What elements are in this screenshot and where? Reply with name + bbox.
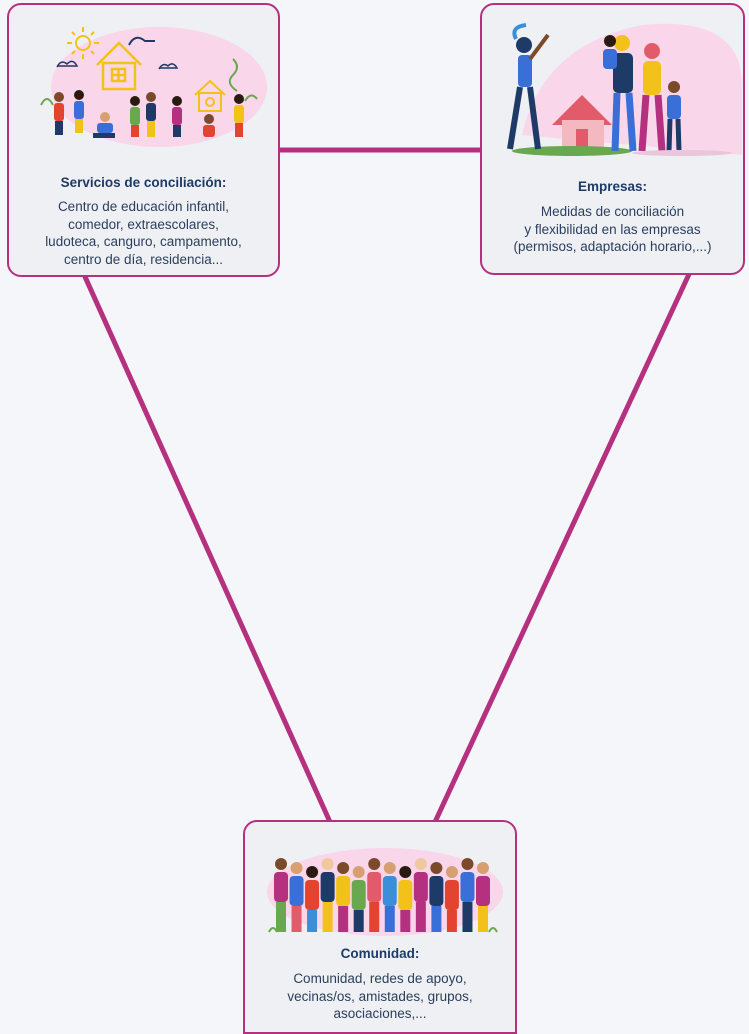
diverse-crowd-illustration	[267, 848, 503, 936]
description-line: Medidas de conciliación	[540, 204, 685, 219]
children-playing-house-illustration	[40, 27, 267, 147]
description-line: vecinas/os, amistades, grupos,	[287, 988, 473, 1004]
node-empresas: Empresas: Medidas de conciliación y flex…	[480, 3, 745, 275]
family-home-illustration	[507, 23, 742, 156]
description-line: (permisos, adaptación horario,...)	[513, 239, 712, 254]
description-line: comedor, extraescolares,	[68, 216, 219, 232]
node-description: Comunidad, redes de apoyo, vecinas/os, a…	[245, 970, 515, 1023]
description-line: centro de día, residencia...	[63, 251, 224, 267]
description-line: y flexibilidad en las empresas	[524, 221, 701, 237]
node-title: Servicios de conciliación:	[60, 175, 227, 190]
description-line: ludoteca, canguro, campamento,	[45, 234, 242, 249]
node-comunidad: Comunidad: Comunidad, redes de apoyo, ve…	[243, 820, 517, 1034]
description-line: Centro de educación infantil,	[57, 199, 230, 214]
node-title: Empresas:	[577, 179, 648, 194]
node-title: Comunidad:	[340, 946, 420, 961]
node-description: Medidas de conciliación y flexibilidad e…	[482, 203, 743, 256]
node-description: Centro de educación infantil, comedor, e…	[9, 198, 278, 268]
edge-servicios-comunidad	[70, 248, 333, 824]
node-servicios-conciliacion: Servicios de conciliación: Centro de edu…	[7, 3, 280, 277]
description-line: Comunidad, redes de apoyo,	[293, 971, 467, 986]
edge-empresas-comunidad	[432, 270, 693, 824]
description-line: asociaciones,...	[333, 1006, 427, 1021]
